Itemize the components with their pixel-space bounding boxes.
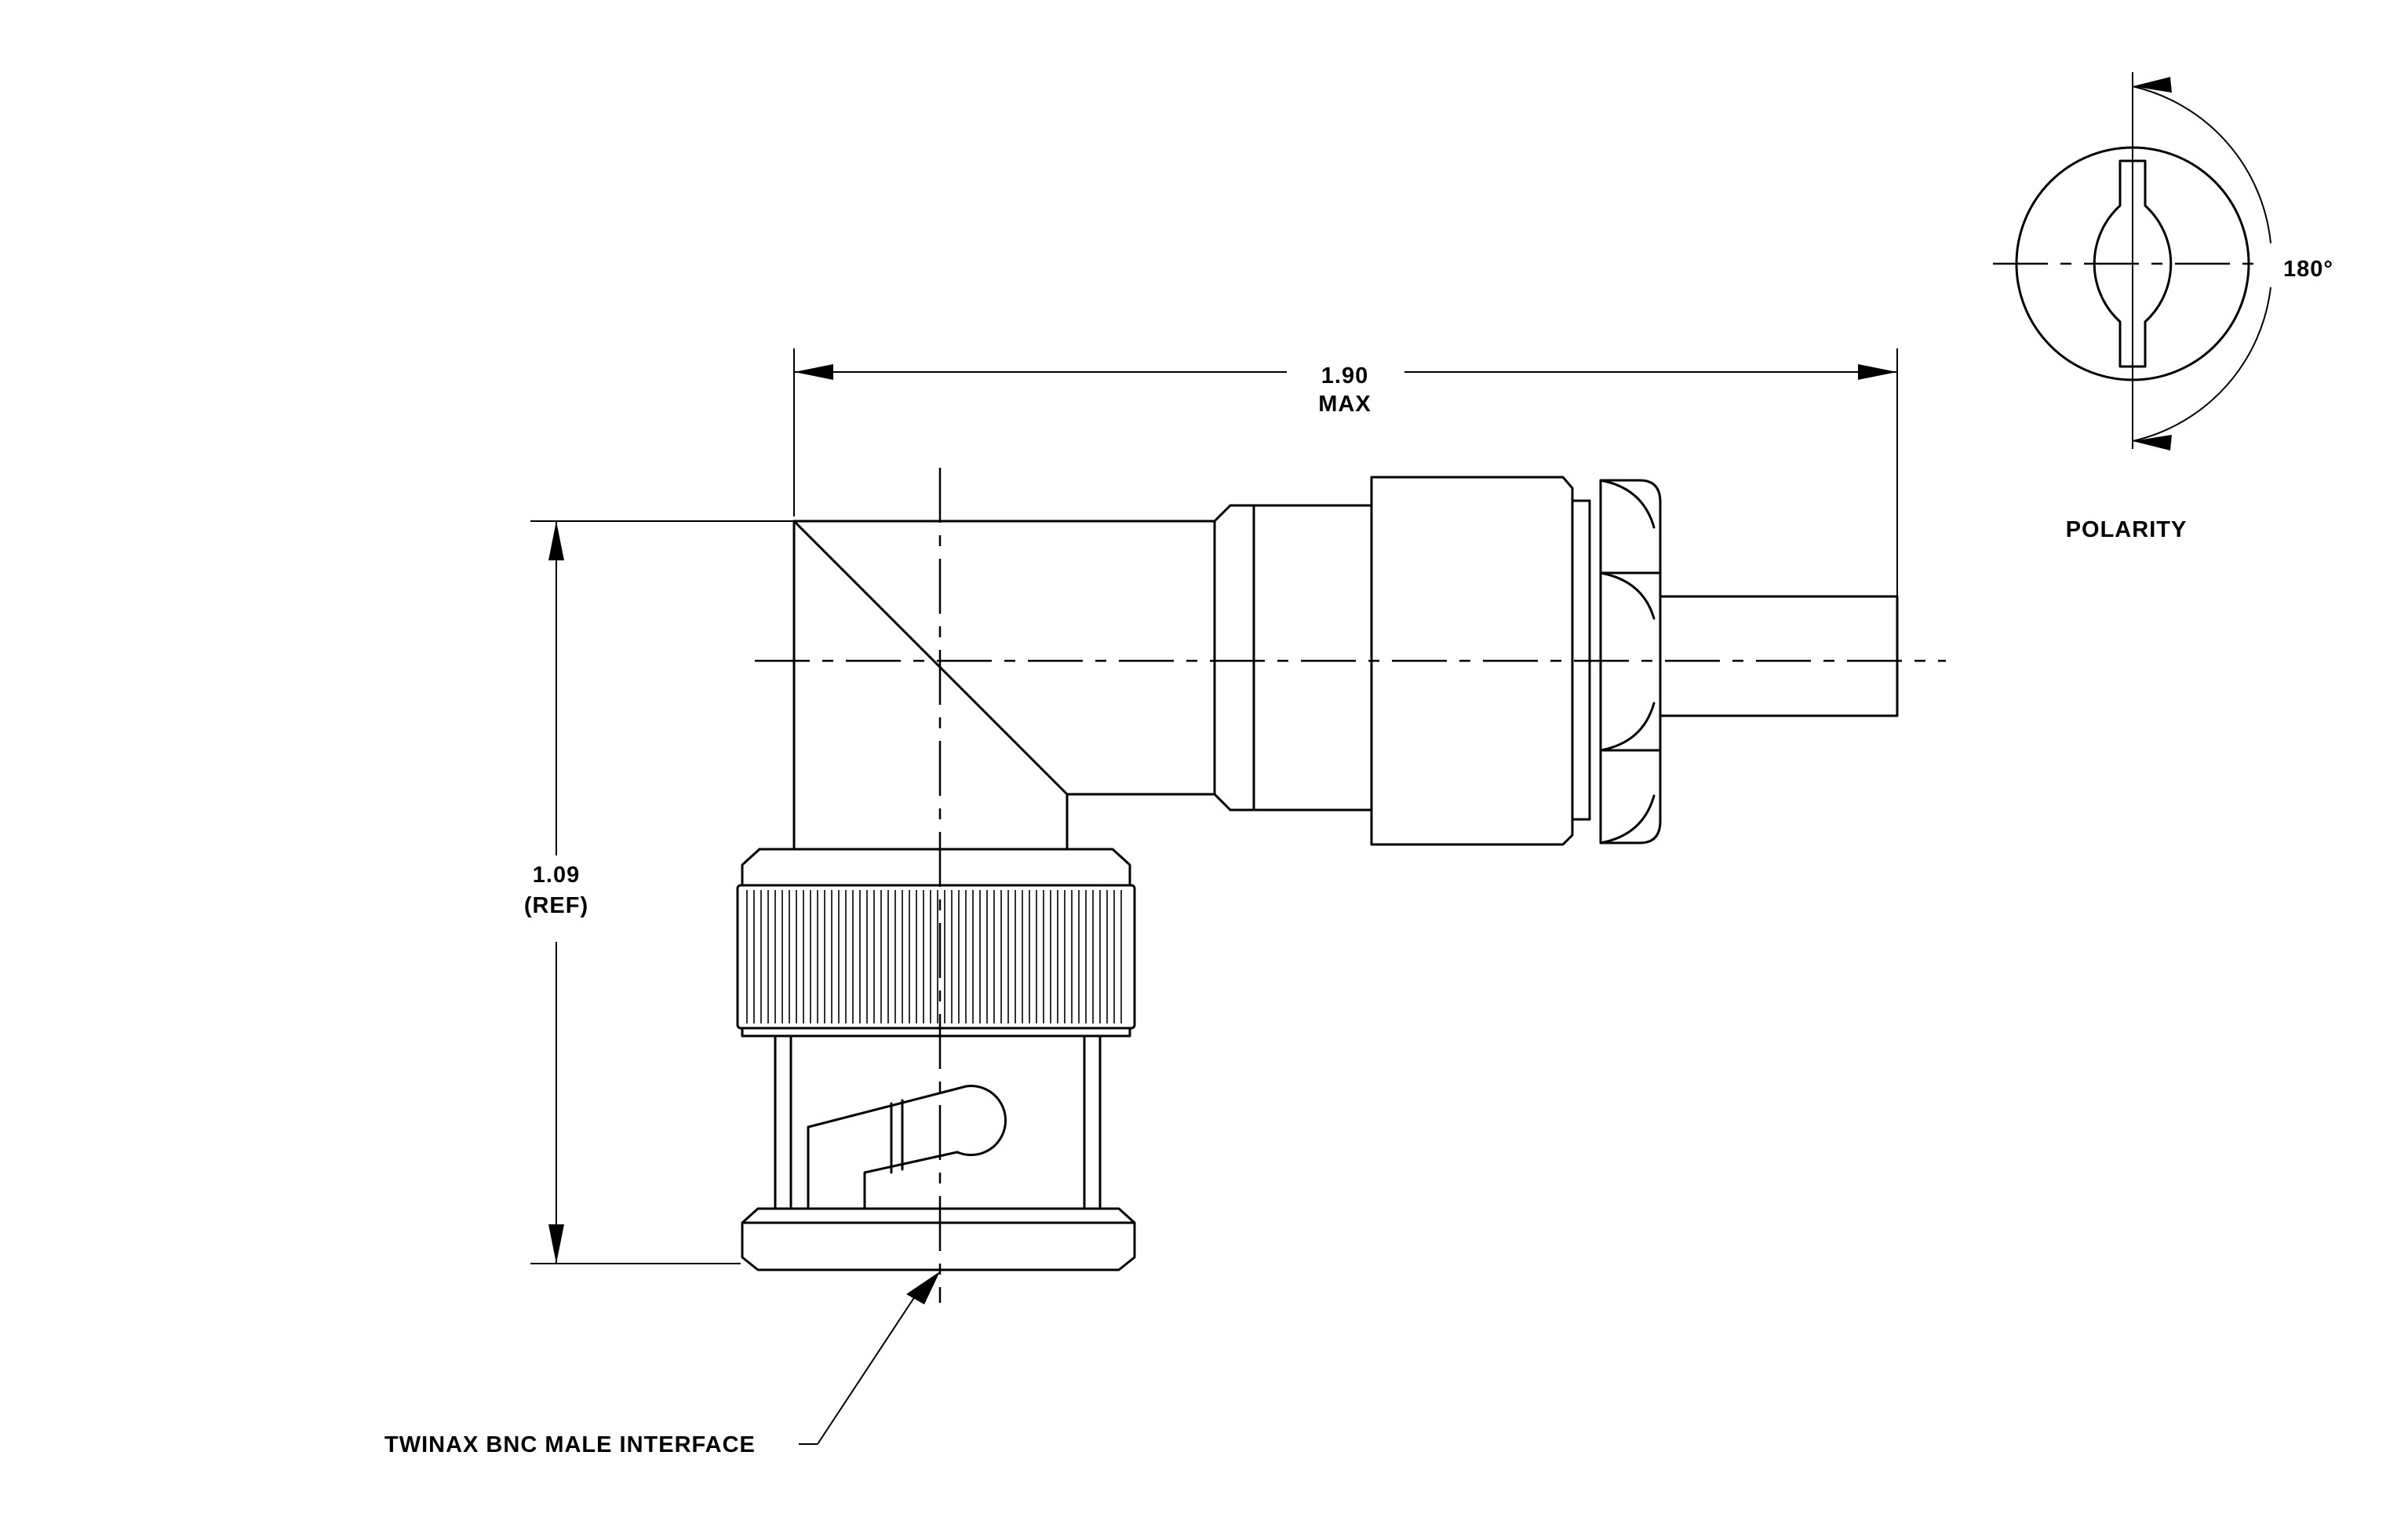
length-qualifier: MAX [1318,392,1371,417]
coupling-nut [736,848,1136,1271]
height-qualifier: (REF) [524,893,588,918]
miter-line [792,520,1069,796]
polarity-label: POLARITY [2066,517,2188,542]
connector-body [792,476,1899,851]
polarity-arrow-top [2133,77,2172,93]
length-dimension: 1.90 MAX [793,348,1898,596]
callout-arrow [906,1271,940,1304]
polarity-keyed-insert [2093,159,2173,368]
height-value: 1.09 [533,863,580,888]
height-arrow-bottom [548,1224,564,1264]
callout-label: TWINAX BNC MALE INTERFACE [384,1432,756,1457]
height-arrow-top [548,521,564,560]
callout-leader: TWINAX BNC MALE INTERFACE [384,1271,940,1457]
length-arrow-right [1858,364,1897,380]
length-value: 1.90 [1321,363,1368,388]
polarity-angle: 180° [2283,257,2333,282]
length-arrow-left [794,364,833,380]
polarity-view: 180° POLARITY [1993,72,2333,542]
height-dimension: 1.09 (REF) [524,520,794,1264]
polarity-arrow-bottom [2133,435,2172,450]
knurl-pattern [746,890,1122,1023]
